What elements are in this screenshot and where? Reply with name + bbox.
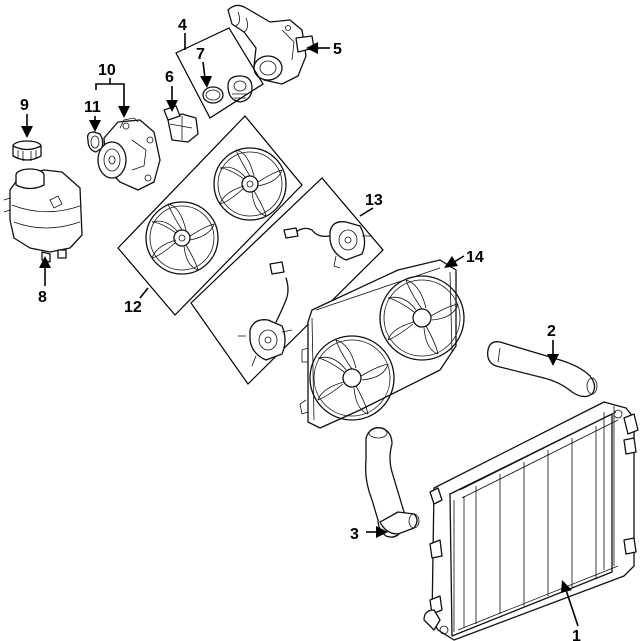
leader-line-7 [202,61,206,79]
callout-12: 12 [124,299,142,316]
arrowhead-5 [306,42,318,54]
arrowhead-1 [561,580,572,593]
fan-blade-right-part [213,147,287,221]
thermostat-kit-box [175,27,264,119]
callout-10: 10 [98,62,116,79]
temperature-sensor-part [163,105,199,143]
callout-3: 3 [350,526,359,543]
leader-line-1 [565,589,579,627]
callout-1: 1 [572,628,581,641]
leader-line-12 [139,287,149,299]
leader-line-13 [359,207,374,217]
arrowhead-3 [376,526,388,538]
reservoir-cap-part [12,140,42,161]
fan-motor-kit-box [190,177,384,385]
callout-13: 13 [365,192,383,209]
arrowhead-10 [118,106,130,118]
fan-shroud-assembly-part [299,259,465,429]
leader-line-14 [453,255,465,263]
callout-5: 5 [333,41,342,58]
arrowhead-9 [21,126,33,138]
thermostat-housing-part [227,4,315,85]
fan-motor-upper-part [283,221,372,269]
callout-11: 11 [84,99,101,116]
arrowhead-7 [200,76,212,88]
fan-motor-lower-part [238,261,293,367]
arrowhead-2 [547,354,559,366]
arrowhead-6 [166,100,178,112]
fan-blade-left-part [145,201,219,275]
arrowhead-8 [39,256,51,268]
callout-2: 2 [547,323,556,340]
callout-6: 6 [165,69,174,86]
upper-radiator-hose-part [487,341,598,398]
callout-9: 9 [20,97,29,114]
o-ring-part [202,86,224,104]
water-pump-gasket-part [86,131,104,153]
callout-8: 8 [38,289,47,306]
callout-14: 14 [466,249,484,266]
callout-7: 7 [196,46,205,63]
callout-4: 4 [178,17,187,34]
water-pump-part [97,117,161,191]
lower-radiator-hose-part [364,427,420,538]
coolant-reservoir-part [3,168,83,263]
arrowhead-14 [444,256,458,268]
radiator-part [423,401,639,641]
arrowhead-11 [89,120,101,132]
fan-blade-kit-box [117,115,303,316]
